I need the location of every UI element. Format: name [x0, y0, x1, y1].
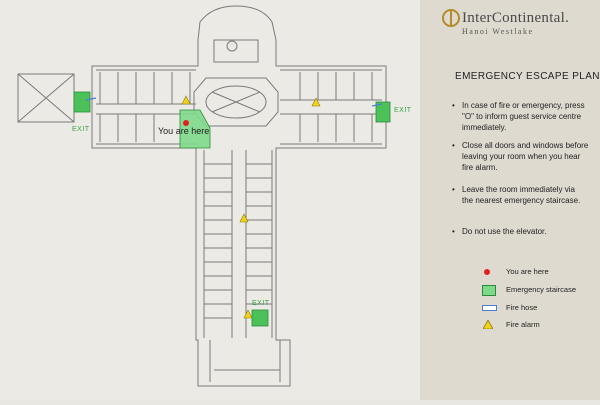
instruction-text: In case of fire or emergency, press "O" …: [462, 101, 585, 132]
brand-location: Hanoi Westlake: [462, 27, 534, 36]
fire-hose-icon: [371, 103, 383, 107]
green-stair-icon: [482, 285, 496, 296]
instruction-item: •Leave the room immediately via the near…: [452, 185, 581, 205]
instruction-item: •Do not use the elevator.: [452, 227, 547, 236]
right-wing-rooms: [280, 72, 382, 142]
instruction-text: Leave the room immediately via the neare…: [462, 185, 581, 205]
fire-hose-icon: [482, 305, 497, 311]
legend-label: Emergency staircase: [506, 285, 577, 294]
floor-plan-drawing: [17, 5, 391, 387]
fire-alarms: [181, 95, 321, 319]
info-panel: [420, 0, 600, 400]
red-dot-icon: [484, 269, 490, 275]
exit-label-left: EXIT: [72, 126, 90, 133]
exit-label-right: EXIT: [394, 107, 412, 114]
legend-label: Fire alarm: [506, 320, 540, 329]
staircase-right: [375, 101, 391, 123]
legend-label: Fire hose: [506, 303, 538, 312]
instruction-item: •In case of fire or emergency, press "O"…: [452, 101, 585, 132]
you-are-here-label: You are here: [158, 126, 210, 136]
fire-alarm-icon: [239, 213, 249, 223]
legend-label: You are here: [506, 267, 549, 276]
fire-alarm-icon: [311, 97, 321, 107]
instruction-text: Do not use the elevator.: [462, 227, 547, 236]
fire-alarm-icon: [181, 95, 191, 105]
staircase-left: [73, 91, 91, 113]
instruction-text: Close all doors and windows before leavi…: [462, 141, 589, 172]
fire-hoses: [85, 97, 383, 107]
fire-alarm-icon: [243, 309, 253, 319]
floor-plan: You are here EXIT EXIT EXIT: [17, 5, 412, 387]
plan-title: EMERGENCY ESCAPE PLAN: [455, 71, 600, 82]
left-wing-rooms: [96, 72, 196, 142]
intercontinental-logo-icon: [442, 9, 460, 27]
yellow-triangle-icon: [483, 320, 493, 329]
brand-name: InterContinental.: [462, 10, 570, 26]
fire-hose-icon: [85, 97, 97, 101]
emergency-staircases: [73, 91, 391, 327]
staircase-bottom: [251, 309, 269, 327]
hotel-logo: InterContinental. Hanoi Westlake: [442, 6, 600, 38]
spine-rooms: [203, 150, 281, 382]
you-are-here-marker: [183, 120, 189, 126]
exit-label-bottom: EXIT: [252, 300, 270, 307]
central-atrium: [193, 39, 279, 127]
staircase-center: [179, 109, 211, 149]
building-outline: [91, 5, 387, 387]
instruction-item: •Close all doors and windows before leav…: [452, 141, 589, 172]
